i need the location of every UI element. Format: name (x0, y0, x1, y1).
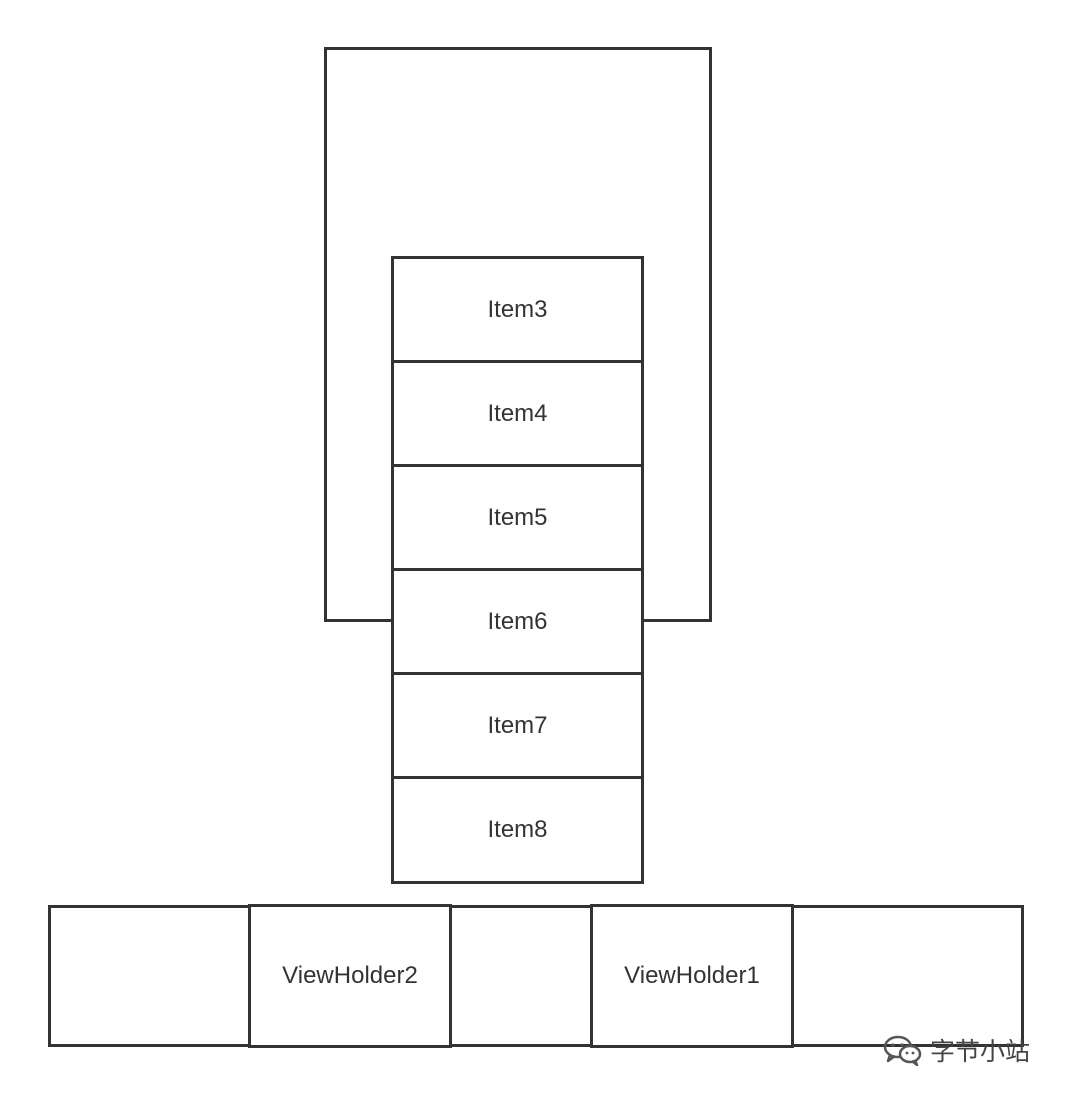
viewholder-2: ViewHolder2 (248, 904, 452, 1048)
watermark-text: 字节小站 (930, 1037, 1031, 1066)
wechat-icon (883, 1035, 922, 1066)
item-label: Item5 (487, 503, 548, 531)
list-item-8: Item8 (391, 776, 644, 884)
item-label: Item6 (487, 607, 548, 635)
list-item-5: Item5 (391, 464, 644, 571)
item-label: Item3 (487, 295, 548, 323)
viewholder-label: ViewHolder1 (624, 962, 760, 989)
item-label: Item4 (487, 399, 548, 427)
list-item-6: Item6 (391, 568, 644, 675)
viewholder-1: ViewHolder1 (590, 904, 794, 1048)
item-label: Item7 (487, 711, 548, 739)
watermark: 字节小站 (882, 1030, 1030, 1070)
recycler-pool-frame (48, 905, 1024, 1047)
list-item-7: Item7 (391, 672, 644, 779)
viewholder-label: ViewHolder2 (282, 962, 418, 989)
list-item-3: Item3 (391, 256, 644, 363)
item-label: Item8 (487, 816, 548, 843)
list-item-4: Item4 (391, 360, 644, 467)
